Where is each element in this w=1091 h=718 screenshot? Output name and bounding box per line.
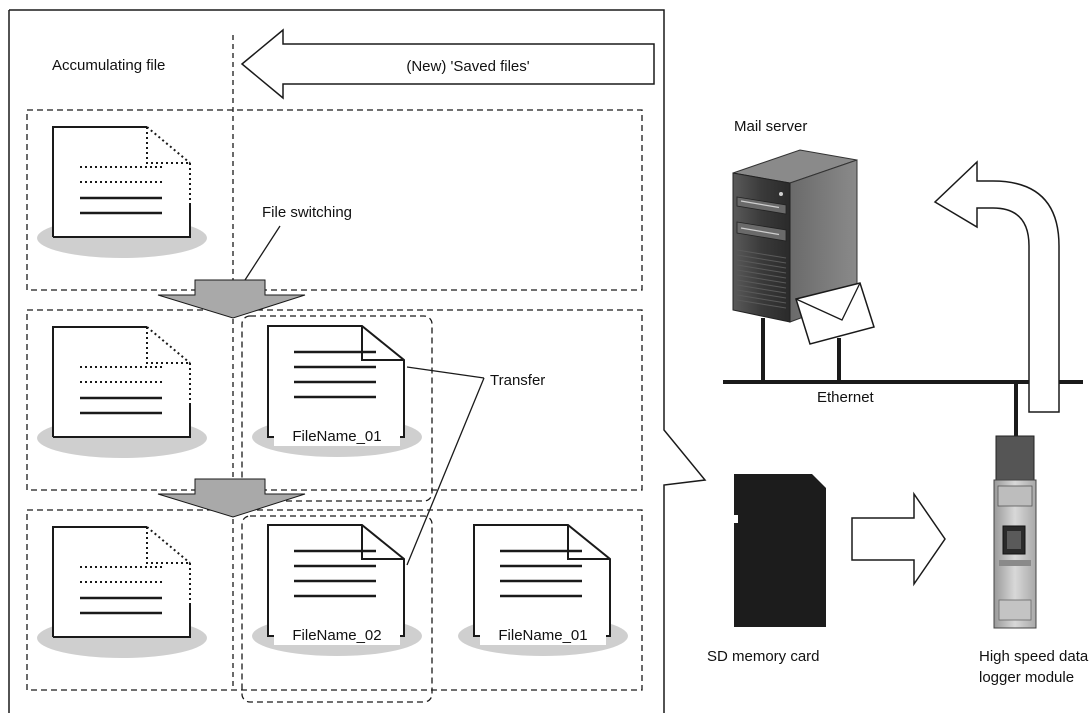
- filename-01-row3: FileName_01: [498, 627, 587, 644]
- filename-01-row2: FileName_01: [292, 428, 381, 445]
- file-switching-label: File switching: [262, 204, 352, 221]
- file-02-highlight: [241, 515, 433, 703]
- accumulating-document-3: [37, 526, 207, 658]
- svg-text:(New) 'Saved files': (New) 'Saved files': [406, 58, 529, 75]
- accumulating-document-1: [37, 126, 207, 258]
- insert-arrow: [851, 491, 946, 587]
- accumulating-document-2: [37, 326, 207, 458]
- accumulating-file-label: Accumulating file: [52, 57, 165, 74]
- sd-card-icon: [734, 474, 826, 627]
- ethernet-label: Ethernet: [817, 389, 875, 406]
- mail-server-icon: [732, 149, 858, 323]
- saved-document-row3-new: FileName_02: [252, 524, 422, 656]
- row-box-3: [26, 509, 643, 691]
- callout-panel: [8, 9, 707, 713]
- saved-document-row3-old: FileName_01: [458, 524, 628, 656]
- file-switching-arrow-1: [157, 279, 306, 319]
- transfer-label: Transfer: [490, 372, 545, 389]
- envelope-icon: [795, 282, 875, 345]
- file-switching-arrow-2: [157, 478, 306, 518]
- logger-module-icon: [993, 435, 1037, 629]
- filename-02-row3: FileName_02: [292, 627, 381, 644]
- file-01-highlight: [241, 315, 433, 502]
- mail-server-label: Mail server: [734, 118, 807, 135]
- saved-document-row2: FileName_01: [252, 325, 422, 457]
- send-mail-arrow: [933, 160, 1060, 413]
- logger-label-line2: logger module: [979, 669, 1074, 686]
- new-saved-files-arrow: (New) 'Saved files': [240, 28, 655, 100]
- row-box-2: [26, 309, 643, 491]
- row-box-1: [26, 109, 643, 291]
- sd-memory-card-label: SD memory card: [707, 648, 820, 665]
- logger-label-line1: High speed data: [979, 648, 1089, 665]
